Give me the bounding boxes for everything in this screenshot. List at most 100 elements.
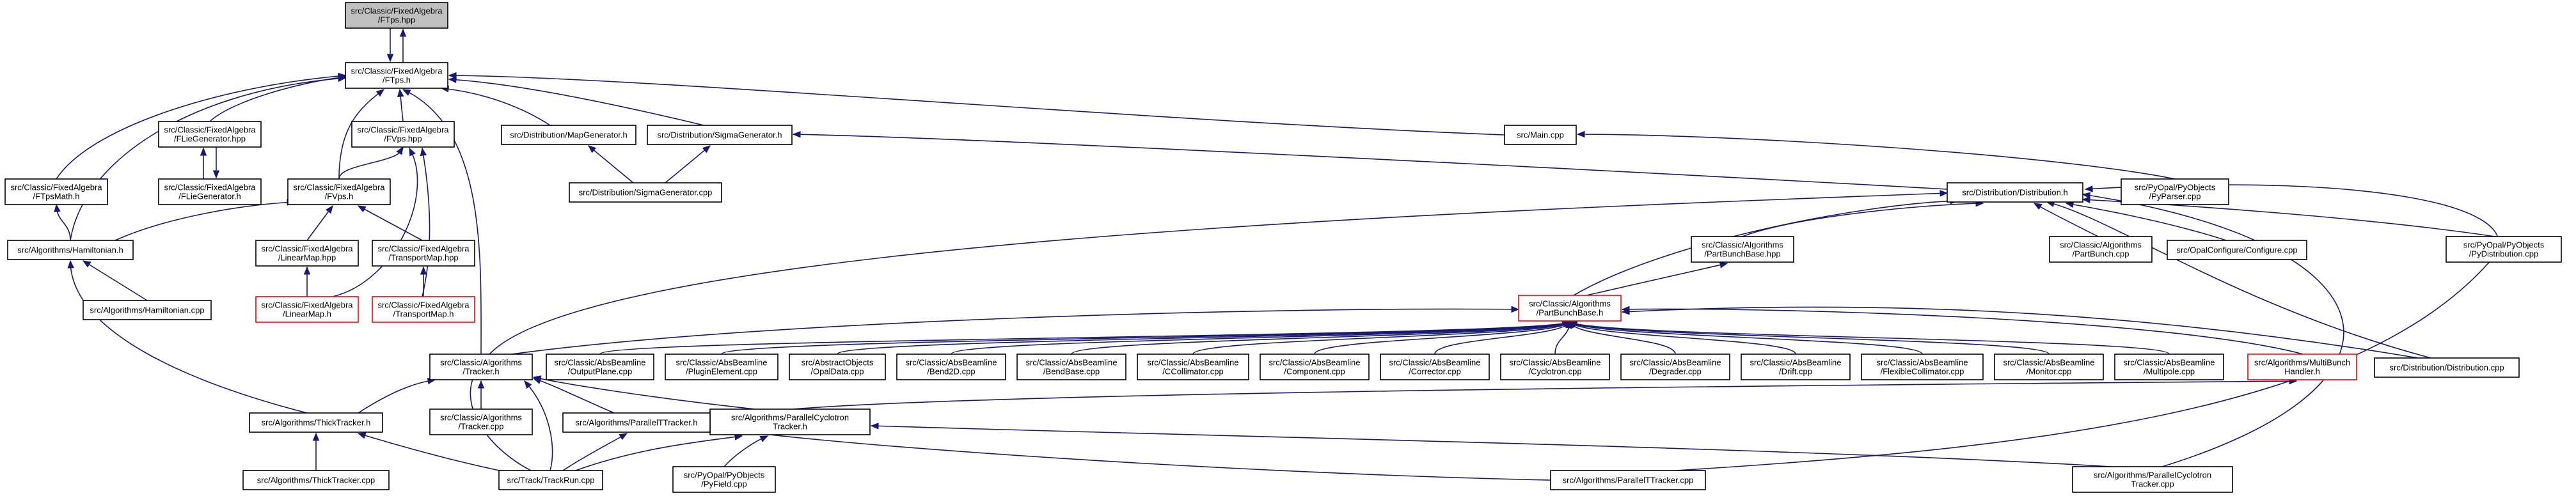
node-transportmap-h[interactable]: src/Classic/FixedAlgebra/TransportMap.h [372,296,475,323]
node-label-line: src/OpalConfigure/Configure.cpp [2176,245,2297,255]
node-ccollimator-cpp[interactable]: src/Classic/AbsBeamline/CCollimator.cpp [1137,354,1249,380]
node-multipole-cpp[interactable]: src/Classic/AbsBeamline/Multipole.cpp [2114,354,2224,380]
node-linearmap-h[interactable]: src/Classic/FixedAlgebra/LinearMap.h [255,296,359,323]
node-box [789,354,886,380]
node-label-line: src/Classic/AbsBeamline [1268,358,1360,368]
edge-trackrun_cpp-to-distribution_h [470,190,1948,471]
node-box [255,240,359,267]
node-box [1691,236,1794,263]
node-ftps-hpp[interactable]: src/Classic/FixedAlgebra/FTps.hpp [345,2,448,29]
edge-line [115,201,295,241]
node-label-line: src/Classic/FixedAlgebra [261,300,353,310]
node-distribution-cpp[interactable]: src/Distribution/Distribution.cpp [2374,357,2520,378]
node-thicktracker-h[interactable]: src/Algorithms/ThickTracker.h [249,412,383,433]
node-drift-cpp[interactable]: src/Classic/AbsBeamline/Drift.cpp [1741,354,1851,380]
node-label-line: src/Classic/FixedAlgebra [357,125,449,135]
node-label-line: /LinearMap.h [283,309,331,319]
node-pydistribution-cpp[interactable]: src/PyOpal/PyObjects/PyDistribution.cpp [2446,236,2562,263]
node-flexcoll-cpp[interactable]: src/Classic/AbsBeamline/FlexibleCollimat… [1861,354,1984,380]
node-linearmap-hpp[interactable]: src/Classic/FixedAlgebra/LinearMap.hpp [255,240,359,267]
node-bend2d-cpp[interactable]: src/Classic/AbsBeamline/Bend2D.cpp [896,354,1006,380]
edge-hamiltonian_h-to-ftps_h [70,75,347,241]
edge-line [1742,203,1984,237]
node-tracker-cpp[interactable]: src/Classic/Algorithms/Tracker.cpp [429,409,533,435]
node-fvps-hpp[interactable]: src/Classic/FixedAlgebra/FVps.hpp [351,121,455,148]
node-ftpsmath[interactable]: src/Classic/FixedAlgebra/FTpsMath.h [4,178,108,205]
node-pluginelement-cpp[interactable]: src/Classic/AbsBeamline/PluginElement.cp… [665,354,778,380]
node-parallelcyc-h[interactable]: src/Algorithms/ParallelCyclotronTracker.… [709,409,871,435]
node-flie-hpp[interactable]: src/Classic/FixedAlgebra/FLieGenerator.h… [158,121,262,148]
node-sigmagen-cpp[interactable]: src/Distribution/SigmaGenerator.cpp [569,182,722,203]
node-partbunch-cpp[interactable]: src/Classic/Algorithms/PartBunch.cpp [2049,236,2153,263]
node-box [351,121,455,148]
node-outputplane-cpp[interactable]: src/Classic/AbsBeamline/OutputPlane.cpp [546,354,654,380]
node-box [1500,354,1610,380]
edge-line [533,377,755,410]
node-label-line: src/Classic/FixedAlgebra [351,6,443,16]
edge-transportmap_hpp-to-fvps_h [357,205,423,241]
node-label-line: src/Algorithms/Hamiltonian.cpp [90,306,204,315]
node-box [287,178,391,205]
edge-line [358,205,423,241]
node-thicktracker-cpp[interactable]: src/Algorithms/ThickTracker.cpp [242,470,390,490]
node-box [2247,354,2357,380]
edge-line [338,146,404,180]
node-box [2167,240,2307,260]
node-bendbase-cpp[interactable]: src/Classic/AbsBeamline/BendBase.cpp [1016,354,1126,380]
node-monitor-cpp[interactable]: src/Classic/AbsBeamline/Monitor.cpp [1994,354,2104,380]
node-corrector-cpp[interactable]: src/Classic/AbsBeamline/Corrector.cpp [1380,354,1490,380]
node-fvps-h[interactable]: src/Classic/FixedAlgebra/FVps.h [287,178,391,205]
node-label-line: /PartBunch.cpp [2073,249,2130,259]
node-label-line: src/Classic/FixedAlgebra [377,300,470,310]
node-transportmap-hpp[interactable]: src/Classic/FixedAlgebra/TransportMap.hp… [372,240,475,267]
arrowhead-icon [1940,190,1948,197]
node-label-line: src/Classic/AbsBeamline [554,358,645,368]
node-hamiltonian-h[interactable]: src/Algorithms/Hamiltonian.h [7,240,134,260]
edge-line [951,320,1570,355]
node-pyfield-cpp[interactable]: src/PyOpal/PyObjects/PyField.cpp [672,466,776,493]
edge-line [1622,306,2419,359]
node-label-line: src/Distribution/Distribution.cpp [2389,363,2504,373]
node-component-cpp[interactable]: src/Classic/AbsBeamline/Component.cpp [1260,354,1370,380]
node-partbunchbase-h[interactable]: src/Classic/Algorithms/PartBunchBase.h [1518,295,1622,322]
edge-line [524,380,553,471]
arrowhead-icon [325,205,333,214]
edge-flie_hpp-to-flie_h [212,147,220,179]
edge-sigmagen_h-to-ftps_h [448,76,704,126]
arrowhead-icon [792,130,801,138]
node-label-line: /Tracker.cpp [458,422,503,432]
node-box [158,121,262,148]
edge-distribution_cpp-to-partbunchbase_h [1621,306,2419,359]
node-pyparser-cpp[interactable]: src/PyOpal/PyObjects/PyParser.cpp [2121,178,2229,205]
node-box [896,354,1006,380]
node-parallelt-cpp[interactable]: src/Algorithms/ParallelTTracker.cpp [1550,470,1706,490]
node-sigmagen-h[interactable]: src/Distribution/SigmaGenerator.h [647,125,793,145]
node-label-line: src/Classic/FixedAlgebra [377,244,470,254]
node-distribution-h[interactable]: src/Distribution/Distribution.h [1947,182,2083,203]
node-label-line: /PartBunchBase.hpp [1704,249,1780,259]
node-partbunchbase-hpp[interactable]: src/Classic/Algorithms/PartBunchBase.hpp [1691,236,1794,263]
node-label-line: src/PyOpal/PyObjects [684,471,765,480]
node-parallelt-h[interactable]: src/Algorithms/ParallelTTracker.h [562,412,711,433]
node-label-line: src/Classic/FixedAlgebra [164,125,256,135]
node-box [562,412,711,433]
node-tracker-h[interactable]: src/Classic/Algorithms/Tracker.h [429,354,533,380]
node-ftps-h[interactable]: src/Classic/FixedAlgebra/FTps.h [345,62,448,89]
node-label-line: /PyField.cpp [701,479,747,489]
edge-pyfield_cpp-to-parallelcyc_h [723,435,769,467]
node-cyclotron-cpp[interactable]: src/Classic/AbsBeamline/Cyclotron.cpp [1500,354,1610,380]
edge-line [56,75,346,180]
node-parallelcyc-cpp[interactable]: src/Algorithms/ParallelCyclotronTracker.… [2072,466,2233,493]
node-box [2114,354,2224,380]
node-main-cpp[interactable]: src/Main.cpp [1504,125,1577,145]
node-configure-cpp[interactable]: src/OpalConfigure/Configure.cpp [2167,240,2307,260]
node-degrader-cpp[interactable]: src/Classic/AbsBeamline/Degrader.cpp [1620,354,1730,380]
arrowhead-icon [402,89,411,96]
edge-line [470,192,1948,471]
node-flie-h[interactable]: src/Classic/FixedAlgebra/FLieGenerator.h [158,178,262,205]
node-opaldata-cpp[interactable]: src/AbstractObjects/OpalData.cpp [789,354,886,380]
node-trackrun-cpp[interactable]: src/Track/TrackRun.cpp [498,470,603,490]
node-mapgen-h[interactable]: src/Distribution/MapGenerator.h [501,125,636,145]
node-hamiltonian-cpp[interactable]: src/Algorithms/Hamiltonian.cpp [83,300,212,320]
